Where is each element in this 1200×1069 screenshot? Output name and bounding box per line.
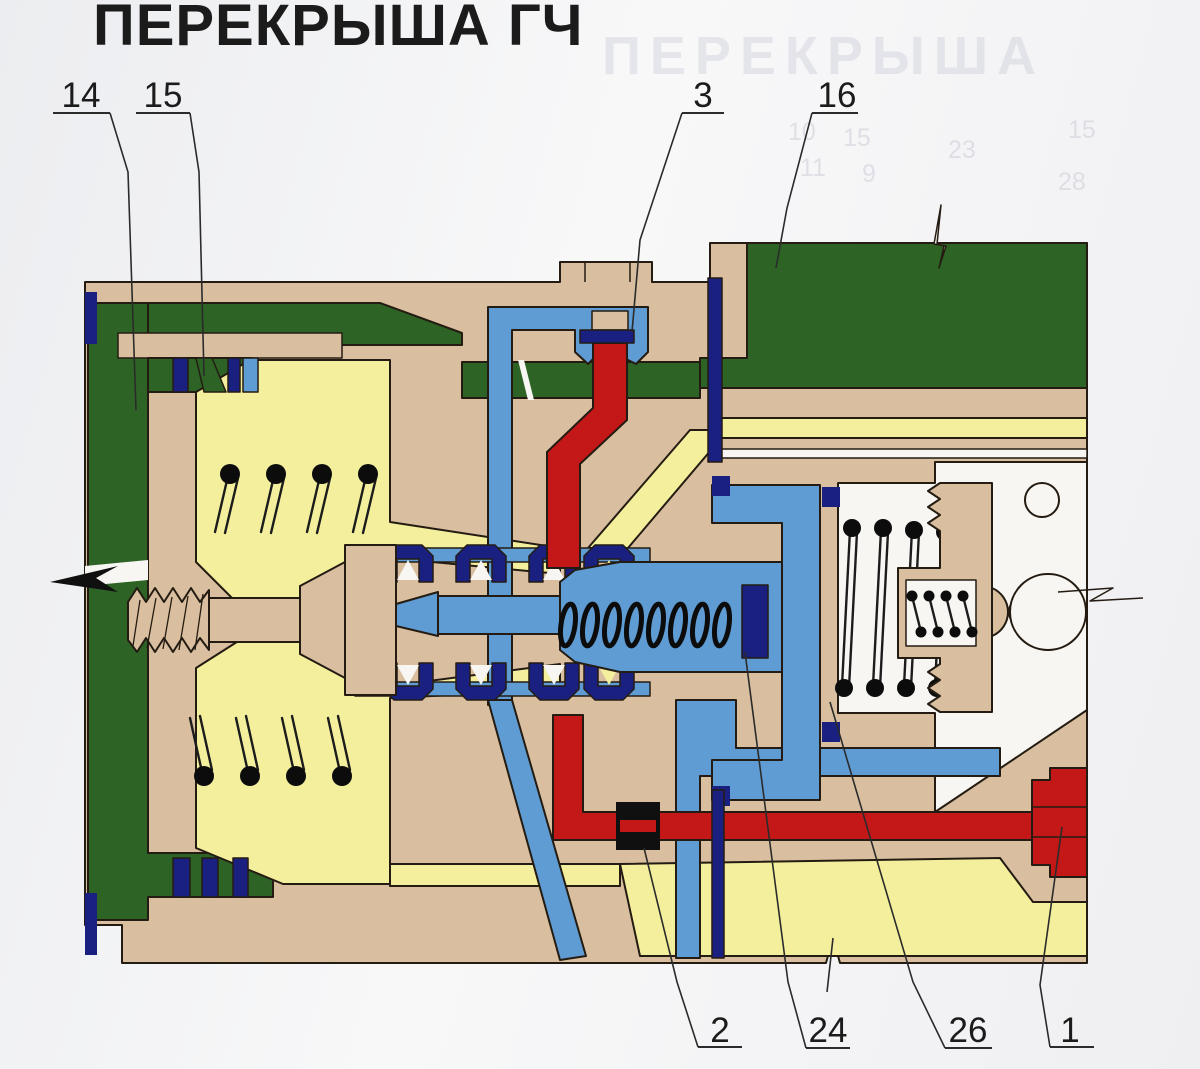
- callout-1: 1: [1039, 826, 1094, 1050]
- callout-label: 15: [144, 76, 183, 115]
- callout-label: 1: [1060, 1011, 1079, 1050]
- body-step: [117, 332, 343, 359]
- chamber-seal-bottom: [822, 722, 840, 742]
- spindle-dome: [991, 587, 1009, 637]
- piston-hub: [344, 544, 397, 696]
- callout-14: 14: [53, 76, 137, 411]
- ghost-number: 11: [800, 154, 826, 182]
- callout-label: 16: [818, 76, 857, 115]
- thin-air-gap: [711, 448, 1088, 459]
- spool-internal-spring: [557, 601, 733, 649]
- red-passage-top: [546, 342, 628, 569]
- green-column-left: [87, 302, 274, 921]
- ghost-number: 15: [1068, 116, 1096, 144]
- valve-seat-bar: [579, 329, 635, 344]
- valve-cross-section: [50, 204, 1144, 993]
- top-boss-dividers: [584, 262, 631, 282]
- port-arrow-left-icon: [50, 566, 118, 592]
- navy-channel-bottom: [711, 789, 725, 959]
- break-mark: [518, 360, 534, 400]
- ghost-number: 23: [948, 136, 976, 164]
- ghost-number: 10: [788, 118, 816, 146]
- ghost-number: 9: [862, 160, 876, 188]
- callout-label: 14: [62, 76, 101, 115]
- callout-3: 3: [631, 76, 724, 333]
- piston-cup: [711, 484, 821, 801]
- port-arrow-right-icon: [1057, 587, 1144, 602]
- green-chamber-top-right: [699, 242, 1088, 389]
- knob: [1009, 573, 1087, 651]
- callout-26: 26: [829, 701, 992, 1050]
- blue-diagonal-channel: [487, 699, 587, 961]
- valve-insert: [591, 310, 629, 331]
- rod-shaft: [208, 597, 301, 643]
- callout-2: 2: [643, 847, 742, 1050]
- callout-15: 15: [136, 76, 205, 377]
- callout-24: 24: [744, 651, 850, 1050]
- navy-channel-top-right: [707, 277, 723, 463]
- red-fitting: [1031, 767, 1088, 878]
- adjusting-screw-left: [50, 544, 397, 696]
- callouts: 14 15 3 16 2 24 26: [53, 76, 1094, 1050]
- ghost-number: 15: [843, 124, 871, 152]
- spool-end-seal: [741, 584, 769, 659]
- ghost-number: 28: [1058, 168, 1086, 196]
- ghost-bleedthrough-text: ПЕРЕКРЫША 10 15 11 9 23 15 28: [602, 26, 1096, 196]
- callout-label: 26: [949, 1011, 988, 1050]
- yellow-passage-top-right: [711, 417, 1088, 439]
- yellow-chamber-bottom-right: [619, 857, 1088, 957]
- inner-small-spring: [906, 590, 978, 638]
- break-crack: [933, 204, 947, 269]
- yellow-passage-bottom: [389, 863, 621, 887]
- callout-label: 3: [693, 76, 712, 115]
- choke-throttle: [616, 802, 660, 850]
- spool-shaft: [437, 595, 563, 635]
- vent-hole: [1024, 482, 1060, 518]
- callout-16: 16: [775, 76, 858, 269]
- seal-left-top: [172, 357, 189, 393]
- callout-label: 2: [710, 1011, 729, 1050]
- page-title: ПЕРЕКРЫША ГЧ: [93, 0, 584, 58]
- big-spring-bottom-left: [188, 714, 352, 786]
- callout-label: 24: [809, 1011, 848, 1050]
- break-tick: [826, 937, 834, 993]
- cup-seal-top: [712, 476, 730, 496]
- break-gap: [85, 560, 148, 586]
- seal-left-bottom: [172, 857, 191, 898]
- ghost-heading: ПЕРЕКРЫША: [602, 26, 1045, 86]
- navy-seals-and-lines: [85, 277, 725, 959]
- big-spring-top-left: [213, 464, 378, 535]
- chamber-seal-top: [822, 487, 840, 507]
